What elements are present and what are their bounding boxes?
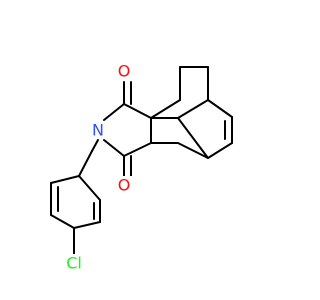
bond (91, 139, 99, 152)
molecule-diagram: O N O Cl (50, 62, 233, 273)
label-background (62, 254, 86, 272)
bond (103, 103, 125, 121)
chlorine-label: Cl (66, 254, 82, 273)
bond (103, 139, 125, 157)
bond (50, 175, 80, 184)
label-background (116, 176, 132, 194)
bond (177, 117, 209, 159)
bond (207, 99, 233, 118)
bond (207, 142, 233, 159)
atom-labels: O N O Cl (62, 62, 132, 273)
oxygen-label: O (118, 176, 131, 195)
bond (78, 150, 93, 177)
bond (123, 142, 152, 157)
bond (177, 142, 209, 159)
oxygen-label: O (118, 62, 131, 81)
bond (78, 175, 101, 201)
bond (73, 221, 101, 229)
bond (50, 214, 75, 229)
label-background (116, 62, 132, 80)
nitrogen-label: N (92, 121, 104, 140)
bond (150, 99, 181, 119)
label-background (90, 121, 106, 139)
bond (123, 103, 152, 119)
bond (177, 99, 209, 119)
bond-lines (50, 66, 233, 255)
